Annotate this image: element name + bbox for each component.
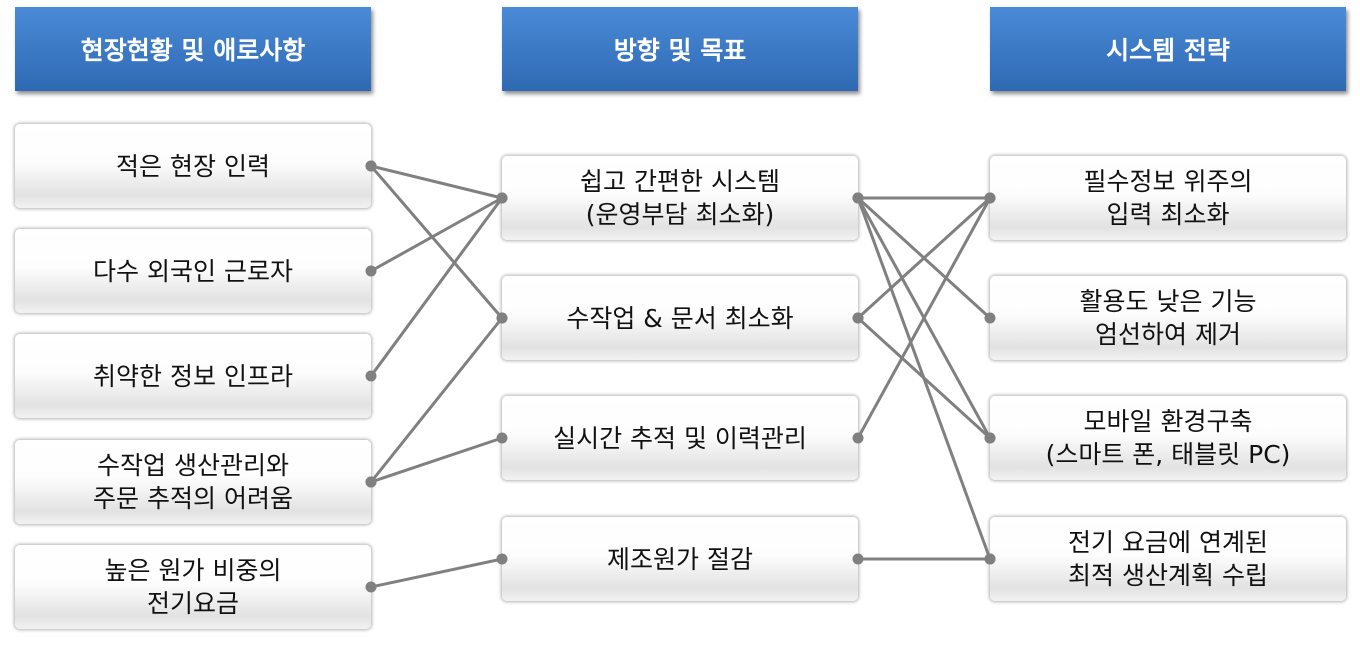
box-text: 최적 생산계획 수립 [1068,561,1268,590]
middle-box-1: 수작업 & 문서 최소화 [502,276,858,360]
connector-dot [984,192,996,204]
right-box-2: 모바일 환경구축 (스마트 폰, 태블릿 PC) [990,396,1346,480]
connector-dot [852,312,864,324]
box-text: 필수정보 위주의 [1083,167,1253,196]
box-text: 취약한 정보 인프라 [93,361,293,391]
link-left-middle [370,436,503,484]
connector-dot [365,476,377,488]
left-box-2: 취약한 정보 인프라 [15,334,371,418]
box-text: 주문 추적의 어려움 [93,484,293,513]
connector-dot [365,581,377,593]
connector-dot [852,192,864,204]
link-left-middle [369,317,504,483]
box-text: 다수 외국인 근로자 [93,256,293,286]
link-left-middle [370,196,503,273]
box-text: 수작업 & 문서 최소화 [566,303,794,333]
box-text: (운영부담 최소화) [585,200,775,229]
connector-dot [496,553,508,565]
box-text: 활용도 낮은 기능 [1079,287,1257,316]
connector-dot [496,192,508,204]
connector-dot [365,160,377,172]
box-text: 입력 최소화 [1106,200,1230,229]
connector-dot [984,432,996,444]
left-box-1: 다수 외국인 근로자 [15,229,371,313]
link-middle-right [856,197,992,439]
header-system-strategy: 시스템 전략 [990,7,1346,91]
connector-dot [365,370,377,382]
connector-dot [984,312,996,324]
connector-dot [984,553,996,565]
connector-dot [496,312,508,324]
connector-dot [496,432,508,444]
middle-box-2: 실시간 추적 및 이력관리 [502,396,858,480]
box-text: 전기 요금에 연계된 [1068,528,1268,557]
header-current-issues: 현장현황 및 애로사항 [15,7,371,91]
box-text: 수작업 생산관리와 [97,451,289,480]
box-text: 쉽고 간편한 시스템 [580,167,780,196]
box-text: 실시간 추적 및 이력관리 [553,423,807,453]
box-text: 높은 원가 비중의 [104,556,282,585]
box-text: 제조원가 절감 [607,544,753,574]
left-box-0: 적은 현장 인력 [15,124,371,208]
middle-box-0: 쉽고 간편한 시스템 (운영부담 최소화) [502,156,858,240]
box-text: (스마트 폰, 태블릿 PC) [1045,440,1291,469]
middle-box-3: 제조원가 절감 [502,517,858,601]
link-left-middle [369,165,504,319]
link-left-middle [369,197,504,377]
box-text: 엄선하여 제거 [1095,320,1241,349]
header-direction-goals: 방향 및 목표 [502,7,858,91]
connector-dot [852,553,864,565]
connector-dot [365,265,377,277]
link-left-middle [370,164,503,200]
link-left-middle [370,557,503,589]
link-middle-right [856,196,992,320]
connector-dot [852,432,864,444]
box-text: 모바일 환경구축 [1083,407,1253,436]
box-text: 전기요금 [146,589,239,618]
link-middle-right [856,316,992,440]
box-text: 적은 현장 인력 [116,151,270,181]
